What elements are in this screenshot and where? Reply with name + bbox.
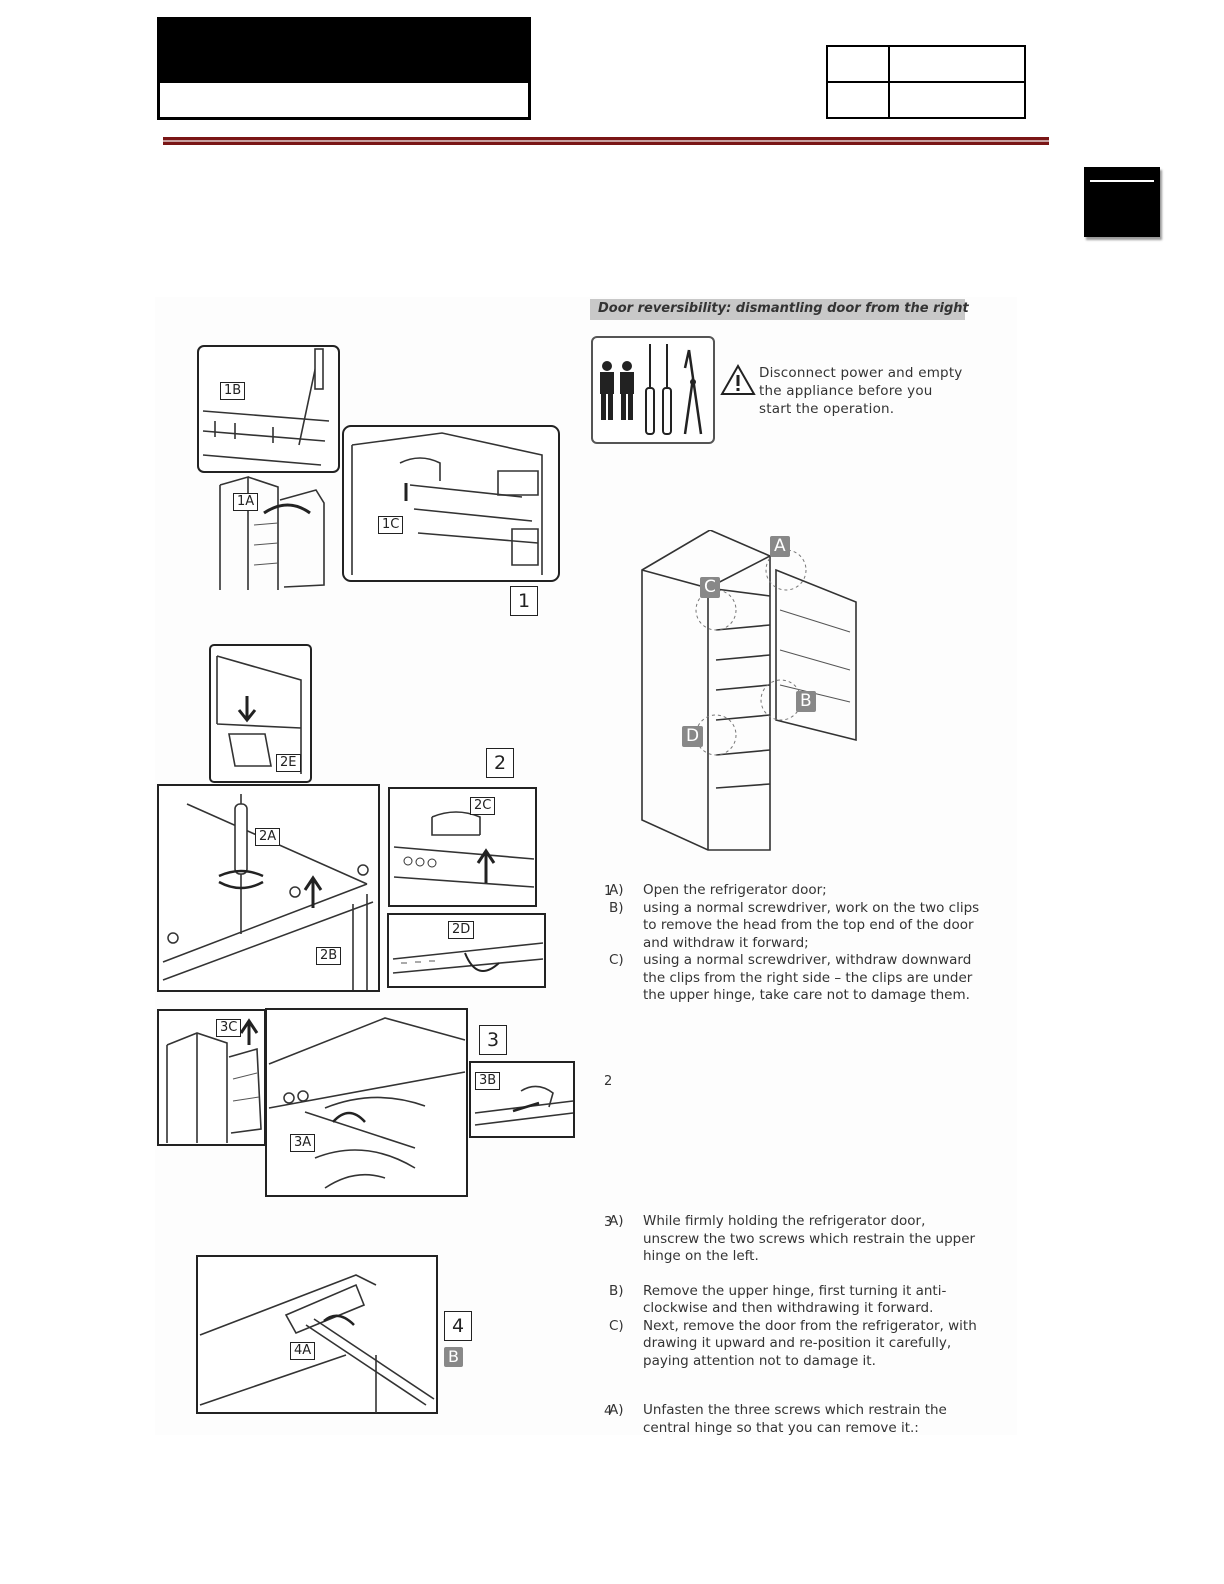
step-number: 4 (604, 1404, 613, 1419)
section-title: Door reversibility: dismantling door fro… (598, 301, 969, 316)
item-text: Open the refrigerator door; (643, 882, 827, 898)
fridge-illustration (636, 529, 866, 859)
ref-cell (826, 81, 890, 119)
warning-text: Disconnect power and empty the appliance… (759, 365, 963, 417)
label-3b: 3B (475, 1072, 501, 1090)
title-block (157, 17, 531, 121)
label-2d: 2D (448, 921, 475, 939)
figure-1a-fridge (218, 475, 328, 599)
label-1c: 1C (378, 516, 404, 534)
figure-number-4: 4 (444, 1311, 472, 1341)
title-block-black (157, 17, 531, 83)
item-text: Remove the upper hinge, first turning it… (643, 1282, 947, 1317)
figure-number-3: 3 (479, 1025, 507, 1055)
step-3-item-c: C) Next, remove the door from the refrige… (609, 1317, 984, 1371)
fridge-callout-d: D (682, 726, 704, 747)
item-text: using a normal screwdriver, withdraw dow… (643, 952, 973, 1003)
step-1-item-a: A) Open the refrigerator door; (609, 882, 982, 900)
fridge-callout-c: C (700, 577, 720, 598)
screwdriver-icon (662, 344, 672, 435)
item-letter: B) (609, 1282, 624, 1299)
item-letter: A) (609, 882, 624, 898)
screwdriver-icon (645, 344, 655, 435)
label-1b: 1B (220, 382, 246, 400)
side-tab (1084, 167, 1160, 237)
figure-3a-panel (265, 1008, 469, 1202)
step-1-item-b: B) using a normal screwdriver, work on th… (609, 899, 982, 953)
section-header-bar (590, 299, 965, 320)
warning-triangle-icon (720, 363, 756, 400)
step-4-item-a: A) Unfasten the three screws which restra… (609, 1402, 982, 1437)
figure-2e-panel (209, 644, 313, 788)
side-tab-line (1090, 180, 1154, 182)
step-3-instructions: A) While firmly holding the refrigerator … (609, 1213, 984, 1371)
figure-1c-panel (342, 425, 560, 586)
step-1-instructions: A) Open the refrigerator door; B) using a … (609, 882, 982, 1005)
step-number: 1 (604, 884, 613, 899)
step-4-instructions: A) Unfasten the three screws which restra… (609, 1402, 982, 1437)
figure-4-callout-b: B (444, 1347, 463, 1367)
ref-cell (888, 45, 1026, 83)
step-3-item-a: A) While firmly holding the refrigerator … (609, 1213, 984, 1266)
item-letter: B) (609, 899, 624, 916)
step-1-item-c: C) using a normal screwdriver, withdraw d… (609, 952, 982, 1005)
item-letter: C) (609, 952, 624, 968)
reference-table (826, 45, 1026, 119)
item-text: Unfasten the three screws which restrain… (643, 1402, 947, 1436)
ref-cell (888, 81, 1026, 119)
item-letter: C) (609, 1317, 624, 1334)
item-letter: A) (609, 1402, 624, 1418)
step-number: 2 (604, 1074, 613, 1089)
figure-2c-panel (388, 787, 538, 912)
fridge-callout-b: B (796, 691, 816, 712)
tools-box (591, 336, 715, 444)
step-number: 3 (604, 1215, 613, 1230)
figure-1b-panel (197, 345, 342, 477)
figure-3c-panel (157, 1009, 267, 1151)
figure-4a-panel (196, 1255, 439, 1419)
fridge-callout-a: A (770, 536, 790, 557)
item-letter: A) (609, 1213, 624, 1229)
figure-2a-panel (157, 784, 381, 997)
figure-number-2: 2 (486, 748, 514, 778)
label-4a: 4A (290, 1342, 316, 1360)
step-3-item-b: B) Remove the upper hinge, first turning … (609, 1282, 984, 1318)
item-text: using a normal screwdriver, work on the … (643, 899, 980, 951)
label-2e: 2E (276, 754, 301, 772)
title-block-white (157, 83, 531, 120)
label-2b: 2B (316, 947, 342, 965)
label-2c: 2C (470, 797, 496, 815)
figure-number-1: 1 (510, 586, 538, 616)
header-rule (163, 137, 1049, 145)
two-people-icon (600, 361, 634, 420)
item-text: Next, remove the door from the refrigera… (643, 1317, 977, 1369)
label-1a: 1A (233, 493, 259, 511)
ref-cell (826, 45, 890, 83)
pliers-icon (683, 349, 703, 435)
item-text: While firmly holding the refrigerator do… (643, 1213, 976, 1264)
label-3c: 3C (216, 1019, 242, 1037)
label-2a: 2A (255, 828, 281, 846)
header-rule-inner (163, 140, 1049, 142)
label-3a: 3A (290, 1134, 316, 1152)
